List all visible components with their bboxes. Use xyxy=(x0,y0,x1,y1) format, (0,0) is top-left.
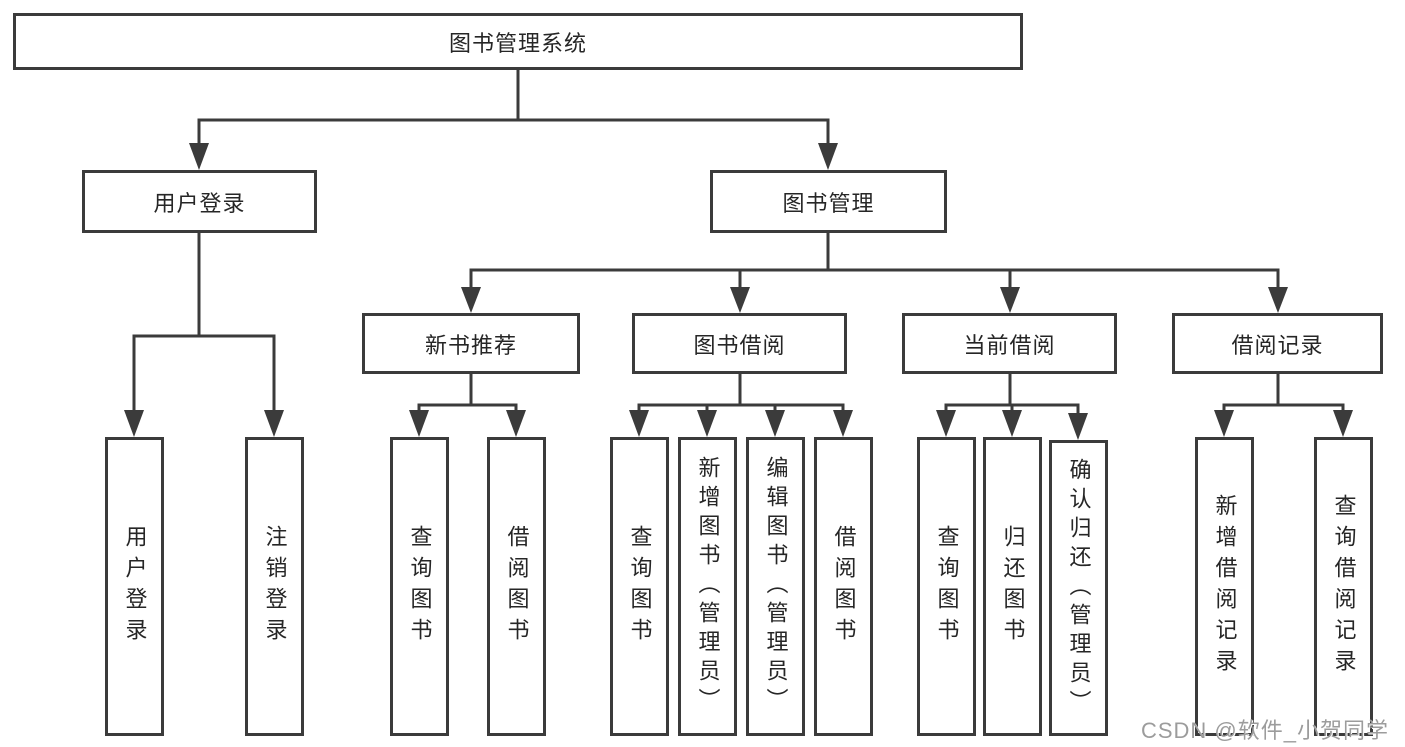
node-user-login: 用户登录 xyxy=(82,170,317,233)
leaf-edit-book-admin-label: 编辑图书（管理员） xyxy=(763,456,789,717)
leaf-user-login-label: 用户登录 xyxy=(122,524,148,649)
leaf-query-borrow-record-label: 查询借阅记录 xyxy=(1331,493,1357,680)
arrowhead xyxy=(833,410,853,437)
arrowhead xyxy=(1214,410,1234,437)
arrowhead xyxy=(1000,287,1020,313)
leaf-query-books-current: 查询图书 xyxy=(917,437,976,736)
arrowhead xyxy=(124,410,144,437)
leaf-confirm-return-admin: 确认归还（管理员） xyxy=(1049,440,1108,736)
leaf-query-books-borrow: 查询图书 xyxy=(610,437,669,736)
leaf-add-borrow-record: 新增借阅记录 xyxy=(1195,437,1254,736)
leaf-return-books-label: 归还图书 xyxy=(1000,524,1026,649)
leaf-logout: 注销登录 xyxy=(245,437,304,736)
node-new-book-recommend: 新书推荐 xyxy=(362,313,580,374)
arrowhead xyxy=(189,143,209,170)
node-book-management-label: 图书管理 xyxy=(782,190,875,216)
node-current-borrow-label: 当前借阅 xyxy=(963,332,1056,358)
leaf-return-books: 归还图书 xyxy=(983,437,1042,736)
node-new-book-recommend-label: 新书推荐 xyxy=(424,332,517,358)
leaf-query-books-current-label: 查询图书 xyxy=(934,524,960,649)
connector-path xyxy=(132,70,1345,416)
leaf-add-borrow-record-label: 新增借阅记录 xyxy=(1212,493,1238,680)
leaf-query-borrow-record: 查询借阅记录 xyxy=(1314,437,1373,736)
arrowhead xyxy=(629,410,649,437)
arrowhead xyxy=(730,287,750,313)
arrowhead xyxy=(1268,287,1288,313)
arrowhead xyxy=(264,410,284,437)
arrowhead xyxy=(506,410,526,437)
arrowheads xyxy=(124,143,1353,440)
node-book-borrow: 图书借阅 xyxy=(632,313,847,374)
arrowhead xyxy=(1333,410,1353,437)
leaf-add-book-admin: 新增图书（管理员） xyxy=(678,437,737,736)
leaf-user-login: 用户登录 xyxy=(105,437,164,736)
leaf-query-books-borrow-label: 查询图书 xyxy=(627,524,653,649)
leaf-borrow-books-label: 借阅图书 xyxy=(831,524,857,649)
leaf-add-book-admin-label: 新增图书（管理员） xyxy=(695,456,721,717)
leaf-query-books-recommend-label: 查询图书 xyxy=(407,524,433,649)
arrowhead xyxy=(409,410,429,437)
leaf-confirm-return-admin-label: 确认归还（管理员） xyxy=(1066,457,1092,719)
arrowhead xyxy=(1068,413,1088,440)
arrowhead xyxy=(936,410,956,437)
leaf-logout-label: 注销登录 xyxy=(262,524,288,649)
csdn-watermark: CSDN @软件_小贺同学 xyxy=(1140,718,1389,743)
node-root: 图书管理系统 xyxy=(13,13,1023,70)
node-current-borrow: 当前借阅 xyxy=(902,313,1117,374)
node-borrow-records: 借阅记录 xyxy=(1172,313,1383,374)
arrowhead xyxy=(1002,410,1022,437)
arrowhead xyxy=(765,410,785,437)
node-book-management: 图书管理 xyxy=(710,170,947,233)
leaf-query-books-recommend: 查询图书 xyxy=(390,437,449,736)
arrowhead xyxy=(697,410,717,437)
node-book-borrow-label: 图书借阅 xyxy=(693,332,786,358)
node-root-label: 图书管理系统 xyxy=(448,30,587,56)
leaf-borrow-books: 借阅图书 xyxy=(814,437,873,736)
node-borrow-records-label: 借阅记录 xyxy=(1231,332,1324,358)
leaf-borrow-books-recommend-label: 借阅图书 xyxy=(504,524,530,649)
leaf-borrow-books-recommend: 借阅图书 xyxy=(487,437,546,736)
node-user-login-label: 用户登录 xyxy=(153,190,246,216)
arrowhead xyxy=(818,143,838,170)
leaf-edit-book-admin: 编辑图书（管理员） xyxy=(746,437,805,736)
arrowhead xyxy=(461,287,481,313)
